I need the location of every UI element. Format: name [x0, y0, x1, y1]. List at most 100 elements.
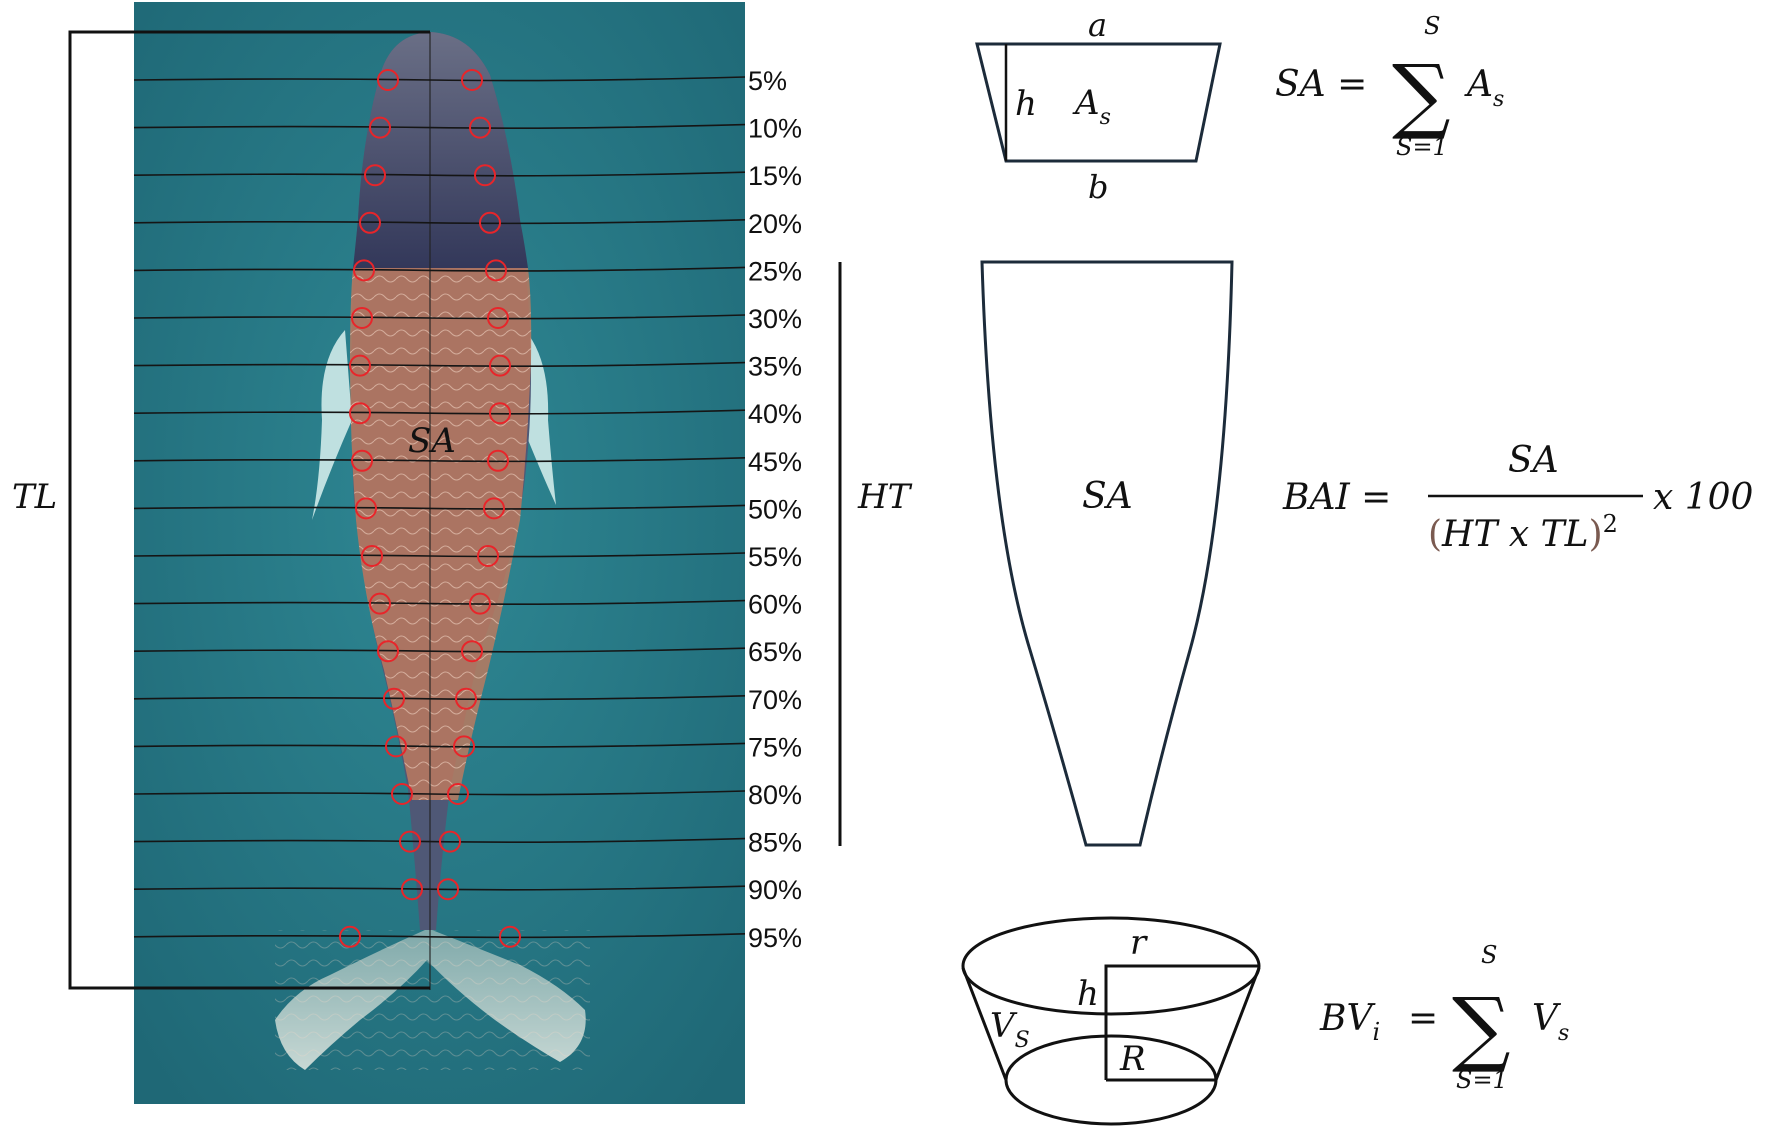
measurement-line [133, 361, 746, 367]
percent-label: 60% [748, 590, 802, 620]
measurement-line [133, 647, 746, 653]
percent-label: 5% [748, 66, 787, 96]
frustum-bottom-radius-label: R [1119, 1039, 1146, 1079]
bv-lhs: BVi [1319, 998, 1380, 1046]
percent-label: 85% [748, 828, 802, 858]
right-width-marker [437, 878, 459, 901]
percent-labels: 5%10%15%20%25%30%35%40%45%50%55%60%65%70… [748, 66, 802, 953]
sa-term: As [1464, 64, 1504, 112]
sa-formula: SA = S ∑ S=1 As [1275, 12, 1504, 161]
measurement-line [133, 885, 746, 891]
total-length-label: TL [12, 477, 57, 517]
sum-icon: ∑ [1392, 48, 1451, 143]
frustum-top-radius-label: r [1130, 923, 1148, 963]
percent-label: 70% [748, 685, 802, 715]
right-width-marker [485, 259, 507, 282]
trapezoid-bottom-label: b [1088, 168, 1108, 206]
width-markers [339, 69, 521, 948]
percent-label: 75% [748, 732, 802, 762]
measurement-line [133, 219, 746, 225]
measurement-line [133, 695, 746, 701]
left-width-marker [385, 735, 407, 758]
left-width-marker [377, 69, 399, 91]
bv-equals: = [1408, 998, 1438, 1039]
frustum-height-label: h [1077, 974, 1099, 1014]
bai-multiplier: x 100 [1653, 477, 1753, 518]
measurement-line [133, 552, 746, 558]
right-width-marker [479, 211, 501, 234]
measurement-line [133, 933, 746, 939]
percent-label: 15% [748, 161, 802, 191]
bv-sum-lower: S=1 [1456, 1066, 1508, 1094]
bai-formula: BAI = SA (HT x TL)2 x 100 [1282, 440, 1753, 555]
percent-label: 40% [748, 399, 802, 429]
left-width-marker [377, 640, 399, 663]
measurement-line [133, 123, 746, 129]
bv-term-symbol: V [1532, 998, 1562, 1039]
right-width-marker [487, 449, 509, 472]
right-width-marker [474, 164, 496, 187]
fluke-texture [275, 930, 590, 1070]
percent-label: 55% [748, 542, 802, 572]
bv-lhs-subscript: i [1372, 1018, 1380, 1046]
trapezoid-diagram: a b h As [975, 6, 1222, 206]
surface-area-label: SA [408, 421, 456, 461]
left-width-marker [339, 925, 361, 948]
percent-label: 10% [748, 114, 802, 144]
percent-label: 90% [748, 875, 802, 905]
trapezoid-shape [975, 42, 1222, 163]
percent-label: 80% [748, 780, 802, 810]
measurement-line [133, 504, 746, 510]
frustum-volume-label: VS [990, 1006, 1030, 1053]
left-width-marker [399, 830, 421, 853]
measurement-line [133, 457, 746, 463]
left-width-marker [359, 211, 381, 234]
measurement-line [133, 266, 746, 272]
bai-denominator: (HT x TL)2 [1428, 510, 1618, 555]
left-width-marker [351, 307, 373, 329]
right-width-marker [469, 116, 491, 139]
right-width-marker [461, 69, 483, 91]
percent-label: 50% [748, 494, 802, 524]
sa-term-symbol: A [1464, 64, 1493, 105]
right-width-marker [483, 497, 505, 520]
right-width-marker [477, 545, 499, 567]
bai-paren-open: ( [1428, 514, 1442, 555]
bv-formula: BVi = S ∑ S=1 Vs [1319, 941, 1569, 1094]
measurement-lines [133, 76, 746, 939]
left-width-marker [391, 783, 413, 805]
trapezoid-height-label: h [1015, 84, 1037, 124]
measurement-line [133, 837, 746, 843]
frustum-left-side [961, 967, 1008, 1081]
body-outline-diagram: SA [980, 260, 1234, 847]
bai-exponent: 2 [1603, 510, 1618, 538]
right-width-marker [489, 354, 511, 377]
left-width-marker [361, 545, 383, 567]
measurement-line [133, 599, 746, 605]
measurement-line [133, 76, 746, 82]
right-width-marker [469, 592, 491, 615]
whale-head [353, 32, 528, 268]
area-subscript: s [1100, 105, 1111, 130]
left-width-marker [369, 592, 391, 615]
body-outline-shape [980, 260, 1234, 847]
right-width-marker [499, 925, 521, 948]
bai-lhs: BAI = [1282, 477, 1391, 518]
right-width-marker [489, 402, 511, 425]
left-width-marker [353, 259, 375, 282]
sa-term-subscript: s [1493, 87, 1504, 112]
left-width-marker [351, 449, 373, 472]
right-width-marker [455, 687, 477, 710]
sa-sum-upper: S [1424, 12, 1440, 40]
percent-label: 45% [748, 447, 802, 477]
sa-sum-lower: S=1 [1396, 133, 1448, 161]
percent-label: 20% [748, 209, 802, 239]
frustum-volume-subscript: S [1015, 1028, 1030, 1053]
whale-photo [133, 2, 746, 1104]
measurement-line [133, 171, 746, 177]
bv-term: Vs [1532, 998, 1569, 1046]
left-width-marker [349, 402, 371, 425]
right-width-marker [447, 783, 469, 805]
area-symbol: A [1072, 83, 1100, 123]
percent-label: 30% [748, 304, 802, 334]
